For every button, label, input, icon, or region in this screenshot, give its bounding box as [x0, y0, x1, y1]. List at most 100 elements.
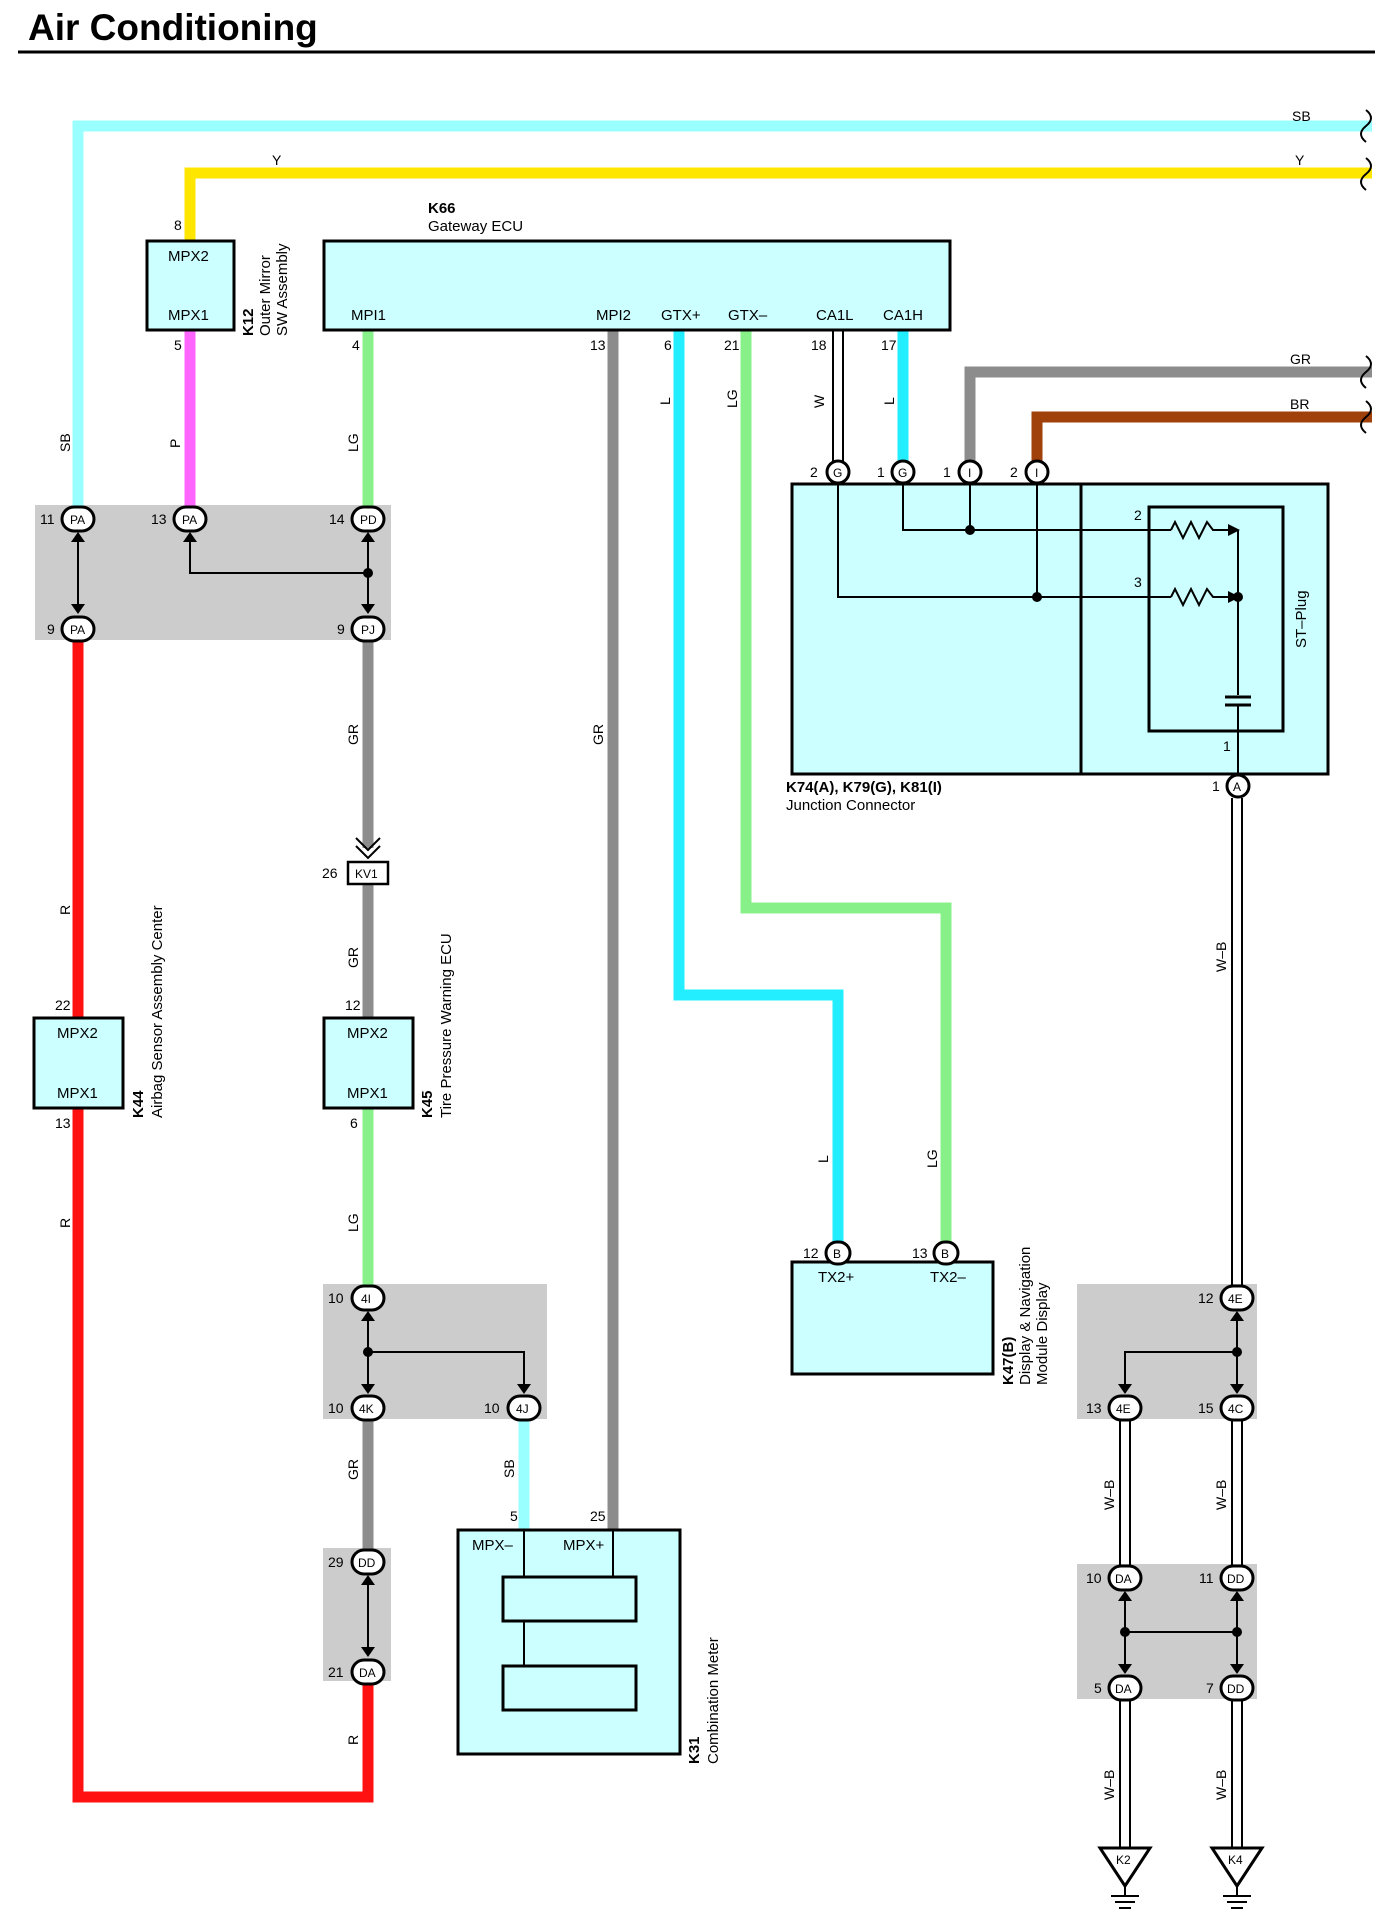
junction-pin-1i-label: I	[968, 466, 971, 480]
k66-pin-gtxm-name: GTX–	[728, 307, 768, 324]
conn-oval-10da	[1107, 1564, 1143, 1592]
wire-label-lg-4: LG	[924, 1149, 940, 1168]
conn-4j-pin: 10	[484, 1400, 500, 1416]
junction-dot-1	[965, 525, 975, 535]
k44-pin-bottom-name: MPX1	[57, 1085, 98, 1102]
wire-br	[1031, 411, 1372, 472]
k44-pin-22: 22	[55, 997, 71, 1013]
k44-pin-top-name: MPX2	[57, 1025, 98, 1042]
conn-13-4e-pin: 13	[1086, 1400, 1102, 1416]
wire-label-y-right: Y	[1295, 152, 1305, 168]
conn-13b-label: B	[941, 1247, 949, 1261]
break-y	[1360, 157, 1372, 191]
k66-code: K66	[428, 200, 456, 217]
conn-9pa-pin: 9	[47, 621, 55, 637]
k31-box	[456, 1528, 682, 1756]
k47-pin-tx2m-name: TX2–	[930, 1269, 967, 1286]
kv1-chevron-2	[355, 845, 381, 860]
k45-pin-bottom-name: MPX1	[347, 1085, 388, 1102]
splice-right-top: 4E 12 4E 13 4C 15	[1086, 1284, 1255, 1422]
junction-dot-rb-left	[1120, 1627, 1130, 1637]
k45-code: K45	[419, 1090, 436, 1118]
k47-box	[790, 1260, 995, 1376]
conn-15-4c-pin: 15	[1198, 1400, 1214, 1416]
arrow-up-11dd	[1230, 1591, 1244, 1601]
wire-sb-main	[72, 120, 1372, 517]
resistor-top	[1170, 519, 1238, 541]
arrow-down-4k	[361, 1384, 375, 1394]
conn-4k-pin: 10	[328, 1400, 344, 1416]
k47-display-navigation: TX2+ TX2– B 12 B 13 K47(B) Display & Nav…	[790, 1240, 1051, 1385]
conn-oval-13-4e	[1107, 1394, 1143, 1422]
break-br	[1360, 400, 1372, 434]
resistor-bottom	[1170, 586, 1238, 608]
conn-4k-label: 4K	[359, 1402, 374, 1416]
break-gr	[1360, 355, 1372, 389]
k31-pin-5: 5	[510, 1508, 518, 1524]
conn-11pa-label: PA	[70, 513, 85, 527]
k12-pin-8: 8	[174, 217, 182, 233]
splice-link-pa-pd	[189, 534, 368, 574]
conn-21da-pin: 21	[328, 1664, 344, 1680]
junction-dot-3	[1233, 592, 1243, 602]
junction-dot-rt	[1232, 1347, 1242, 1357]
conn-11dd-label: DD	[1227, 1572, 1245, 1586]
kv1-chevron-1	[355, 837, 381, 852]
k47-pin-tx2p-name: TX2+	[818, 1269, 855, 1286]
k66-pin-18: 18	[811, 337, 827, 353]
kv1-connector: KV1 26	[322, 837, 390, 886]
k66-pin-13: 13	[590, 337, 606, 353]
wire-label-r-1: R	[57, 905, 73, 915]
k66-pin-4: 4	[352, 337, 360, 353]
wire-label-wb-3: W–B	[1213, 1480, 1229, 1510]
arrow-up-dd	[361, 1575, 375, 1585]
wire-label-gr-2: GR	[345, 947, 361, 968]
k66-name: Gateway ECU	[428, 218, 523, 235]
arrow-up-pd	[361, 532, 375, 542]
conn-oval-9pa	[60, 615, 96, 643]
conn-oval-4j	[506, 1394, 542, 1422]
conn-oval-14pd	[350, 505, 386, 533]
k66-pin-6: 6	[664, 337, 672, 353]
k44-code: K44	[130, 1090, 147, 1118]
k31-pin-25: 25	[590, 1508, 606, 1524]
junction-pin-2g-label: G	[833, 466, 842, 480]
k66-gateway-ecu: K66 Gateway ECU MPI1 MPI2 GTX+ GTX– CA1L…	[322, 200, 952, 353]
k66-pin-gtxp-name: GTX+	[661, 307, 701, 324]
wire-label-lg-3: LG	[724, 389, 740, 408]
k44-pin-13: 13	[55, 1115, 71, 1131]
k66-box	[322, 239, 952, 332]
conn-7dd-label: DD	[1227, 1682, 1245, 1696]
wire-label-sb-k31: SB	[501, 1459, 517, 1478]
arrow-down-4c	[1230, 1384, 1244, 1394]
wire-label-lg-2: LG	[345, 1213, 361, 1232]
wire-label-wb-5: W–B	[1213, 1770, 1229, 1800]
splice-mid: 4I 10 4K 10 4J 10	[328, 1284, 542, 1422]
junction-line-ca1l	[837, 484, 1171, 598]
conn-oval-15-4c	[1219, 1394, 1255, 1422]
junction-connector: ST–Plug 2 3 1 G 2 G 1 I 1 I 2	[786, 459, 1330, 814]
conn-13-4e-label: 4E	[1116, 1402, 1131, 1416]
arrow-down-5da	[1118, 1664, 1132, 1674]
conn-21da-label: DA	[359, 1666, 376, 1680]
conn-15-4c-label: 4C	[1228, 1402, 1244, 1416]
ground-k2-triangle	[1097, 1846, 1153, 1889]
conn-oval-5da	[1107, 1674, 1143, 1702]
conn-9pj-pin: 9	[337, 621, 345, 637]
k47-pin-13: 13	[912, 1245, 928, 1261]
conn-oval-7dd	[1219, 1674, 1255, 1702]
ground-k4-triangle	[1209, 1846, 1265, 1889]
wire-label-lg-1: LG	[345, 433, 361, 452]
k44-name: Airbag Sensor Assembly Center	[149, 905, 166, 1118]
conn-oval-29dd	[350, 1548, 386, 1576]
st-plug-label: ST–Plug	[1293, 590, 1310, 648]
conn-oval-11pa	[60, 505, 96, 533]
junction-pin-1a	[1225, 773, 1251, 799]
junction-pin-2i-label: I	[1035, 466, 1038, 480]
arrow-down-4e	[1118, 1384, 1132, 1394]
wire-label-w: W	[811, 394, 827, 408]
conn-12-4e-label: 4E	[1228, 1292, 1243, 1306]
junction-pin-2i-num: 2	[1010, 464, 1018, 480]
arrow-down-pa	[71, 604, 85, 614]
